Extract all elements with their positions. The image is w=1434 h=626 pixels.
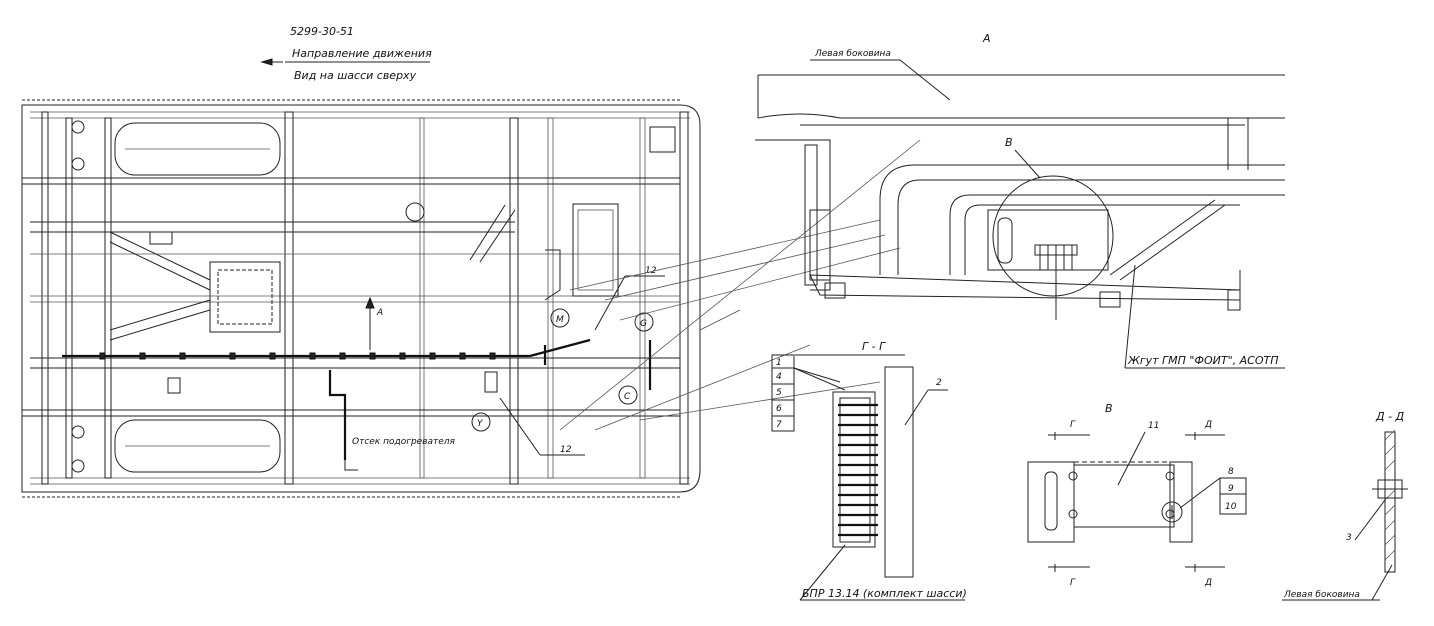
cut-d-top: Д xyxy=(1204,420,1212,430)
circle-label-m: М xyxy=(556,315,564,325)
view-a-title: А xyxy=(982,32,991,45)
section-gg-title: Г - Г xyxy=(862,340,886,353)
callout-4: 4 xyxy=(776,372,782,382)
node-b-title: В xyxy=(1105,402,1113,415)
section-marker-a: А xyxy=(376,308,383,318)
circle-label-g: G xyxy=(640,319,647,329)
drawing-header: 5299-30-51 Направление движения Вид на ш… xyxy=(260,25,432,82)
callout-2: 2 xyxy=(936,378,942,388)
node-b-label: В xyxy=(1005,136,1013,149)
callout-11: 11 xyxy=(1148,421,1159,431)
cut-d-bottom: Д xyxy=(1204,578,1212,588)
left-side-label: Левая боковина xyxy=(814,49,891,59)
callout-1: 1 xyxy=(776,358,782,368)
section-dd: Д - Д 3 Левая боковина xyxy=(1282,410,1408,601)
circle-label-c: С xyxy=(624,392,631,402)
bpr-label: БПР 13.14 (комплект шасси) xyxy=(802,587,967,600)
doc-number: 5299-30-51 xyxy=(290,25,354,38)
left-side-label-2: Левая боковина xyxy=(1283,590,1360,600)
cut-g-top: Г xyxy=(1070,420,1076,430)
cut-g-bottom: Г xyxy=(1070,578,1076,588)
heater-compartment-label: Отсек подогревателя xyxy=(352,437,456,447)
section-dd-title: Д - Д xyxy=(1375,410,1405,423)
node-b-detail: В Г Г Д Д 11 8 9 10 xyxy=(1027,402,1247,588)
callout-12-upper: 12 xyxy=(645,266,657,276)
direction-arrow-icon xyxy=(260,58,273,66)
view-label: Вид на шасси сверху xyxy=(294,69,417,82)
callout-10: 10 xyxy=(1225,502,1237,512)
harness-label: Жгут ГМП "ФОИТ", АСОТП xyxy=(1127,354,1278,367)
callout-7: 7 xyxy=(776,420,782,430)
chassis-top-view: А М G С Y Отсек подогревателя 12 12 xyxy=(21,99,921,498)
callout-12-lower: 12 xyxy=(560,445,572,455)
callout-8: 8 xyxy=(1228,467,1234,477)
callout-9: 9 xyxy=(1228,484,1234,494)
circle-label-y: Y xyxy=(477,419,484,429)
callout-6: 6 xyxy=(776,404,782,414)
view-a: А Левая боковина В xyxy=(755,32,1285,369)
section-gg: Г - Г 1 4 5 6 7 2 БП xyxy=(771,340,967,601)
direction-label: Направление движения xyxy=(292,47,432,60)
callout-5: 5 xyxy=(776,388,782,398)
callout-3: 3 xyxy=(1346,533,1352,543)
arrow-down-icon xyxy=(365,296,375,309)
